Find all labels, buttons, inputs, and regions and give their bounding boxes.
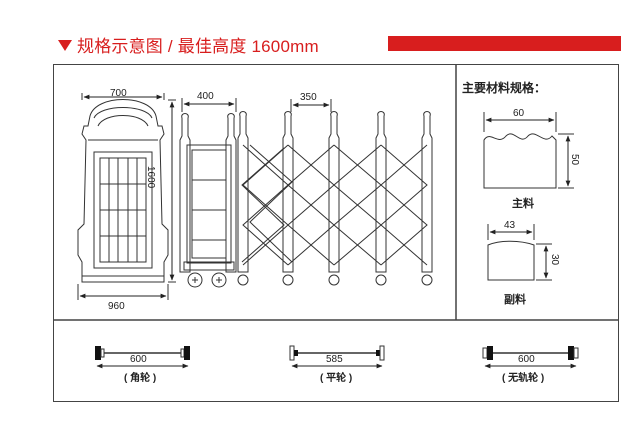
wheel-corner-width: 600 [130,354,147,365]
wheel-type-flat: 585 ( 平轮 ) [289,345,385,384]
wheel-corner-label: ( 角轮 ) [124,371,156,384]
diagram-frame [53,64,619,402]
wheel-trackless-label: ( 无轨轮 ) [502,371,544,384]
wheel-type-trackless: 600 ( 无轨轮 ) [482,346,579,384]
dim-label-top-width: 700 [110,88,127,99]
section-title: 规格示意图 / 最佳高度 1600mm [77,37,319,56]
dim-label-head-width: 400 [197,91,214,102]
triangle-marker-icon [58,40,72,51]
wheel-flat-width: 585 [326,354,343,365]
section-header: 规格示意图 / 最佳高度 1600mm [0,0,633,60]
main-material-label: 主料 [512,196,534,210]
scissor-lattice [241,144,428,266]
secondary-width-label: 43 [504,220,516,231]
main-height-label: 50 [569,154,580,166]
dim-label-panel-width: 350 [300,92,317,103]
dim-label-height: 1600 [145,166,156,189]
retractable-gate-view [179,111,433,288]
main-profile-shape [483,133,557,189]
materials-heading: 主要材料规格： [462,80,546,95]
dim-label-bottom-width: 960 [108,301,125,312]
gate-post-finials [179,111,433,273]
gate-post-front-view [77,99,169,283]
main-width-label: 60 [513,108,525,119]
secondary-height-label: 30 [549,254,560,266]
wheel-trackless-width: 600 [518,354,535,365]
gate-wheels [187,272,433,288]
secondary-profile-shape [487,240,535,281]
wheel-type-corner: 600 ( 角轮 ) [95,346,190,384]
red-header-bar [388,36,621,51]
secondary-material-label: 副料 [504,292,526,306]
wheel-flat-label: ( 平轮 ) [320,371,352,384]
